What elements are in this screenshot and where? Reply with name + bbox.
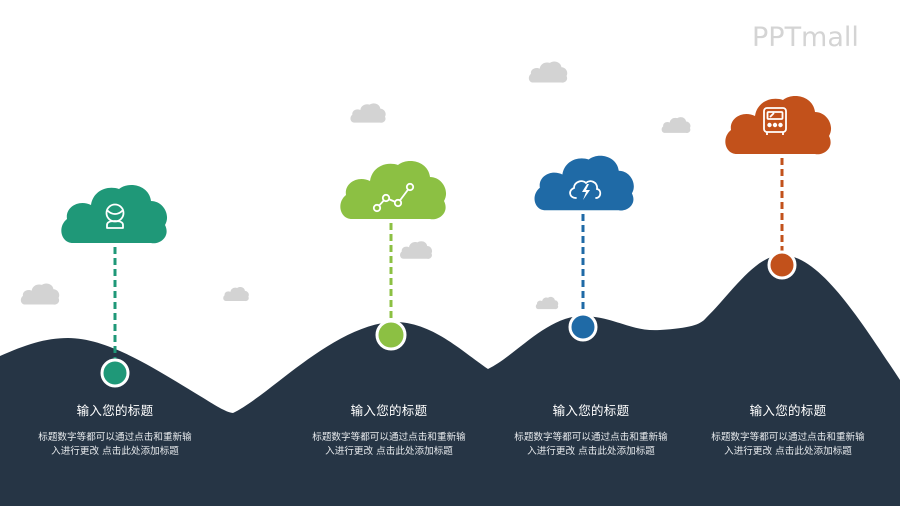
step-3-description[interactable]: 标题数字等都可以通过点击和重新输入进行更改 点击此处添加标题 xyxy=(514,432,668,457)
step-2-dot xyxy=(375,319,407,351)
step-4-text: 输入您的标题 标题数字等都可以通过点击和重新输入进行更改 点击此处添加标题 xyxy=(703,403,873,458)
line-chart-icon xyxy=(372,182,415,213)
deco-cloud-icon xyxy=(400,241,433,259)
step-3-marker[interactable] xyxy=(534,155,634,342)
step-3-cloud xyxy=(534,155,634,211)
step-4-description[interactable]: 标题数字等都可以通过点击和重新输入进行更改 点击此处添加标题 xyxy=(711,432,865,457)
step-2-marker[interactable] xyxy=(340,161,447,351)
step-2-text: 输入您的标题 标题数字等都可以通过点击和重新输入进行更改 点击此处添加标题 xyxy=(304,403,474,458)
cloud-lightning-icon xyxy=(569,180,602,200)
mountain-range xyxy=(0,255,900,506)
step-3-title[interactable]: 输入您的标题 xyxy=(552,403,630,418)
deco-cloud-icon xyxy=(528,61,568,83)
step-1-title[interactable]: 输入您的标题 xyxy=(76,403,154,418)
step-4-title[interactable]: 输入您的标题 xyxy=(749,403,827,418)
step-2-description[interactable]: 标题数字等都可以通过点击和重新输入进行更改 点击此处添加标题 xyxy=(312,432,466,457)
deco-cloud-icon xyxy=(661,117,691,133)
deco-cloud-icon xyxy=(20,283,60,305)
step-1-text: 输入您的标题 标题数字等都可以通过点击和重新输入进行更改 点击此处添加标题 xyxy=(30,403,200,458)
step-1-description[interactable]: 标题数字等都可以通过点击和重新输入进行更改 点击此处添加标题 xyxy=(38,432,192,457)
step-3-dot xyxy=(568,312,598,342)
step-1-dot xyxy=(100,358,130,388)
step-2-cloud xyxy=(340,161,447,220)
deco-cloud-icon xyxy=(350,103,386,123)
step-4-marker[interactable] xyxy=(725,96,832,280)
step-4-dot xyxy=(767,250,797,280)
brand-logo: PPTmall xyxy=(752,22,859,53)
step-2-title[interactable]: 输入您的标题 xyxy=(350,403,428,418)
bus-icon xyxy=(763,107,787,135)
deco-cloud-icon xyxy=(535,296,559,310)
step-1-marker[interactable] xyxy=(61,185,168,388)
step-4-cloud xyxy=(725,96,832,155)
astronaut-helmet-icon xyxy=(105,203,125,229)
deco-cloud-icon xyxy=(223,286,249,302)
step-3-text: 输入您的标题 标题数字等都可以通过点击和重新输入进行更改 点击此处添加标题 xyxy=(506,403,676,458)
